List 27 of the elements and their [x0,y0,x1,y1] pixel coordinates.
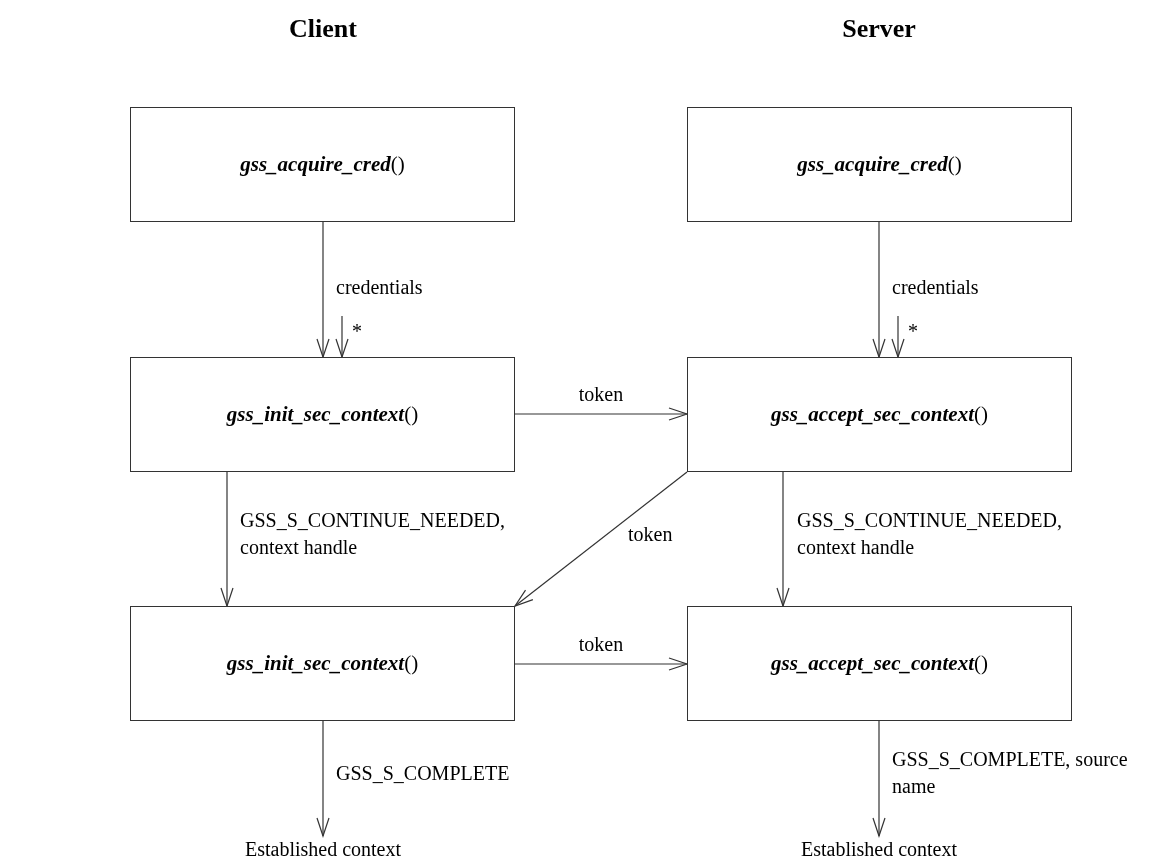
function-name: gss_init_sec_context() [226,402,419,427]
arrow [872,720,886,837]
process-box [130,107,515,222]
arrow [316,720,330,837]
process-box [687,606,1072,721]
process-box [130,357,515,472]
function-name: gss_accept_sec_context() [771,651,988,676]
arrow [514,407,688,421]
arrow [872,221,886,358]
arrow [776,471,790,607]
function-name: gss_acquire_cred() [240,152,405,177]
function-name: gss_accept_sec_context() [771,402,988,427]
end-state-text: Established context [769,836,989,862]
arrow [514,657,688,671]
process-box [687,107,1072,222]
column-heading: Client [289,14,357,44]
column-heading: Server [842,14,916,44]
process-box [130,606,515,721]
function-name: gss_acquire_cred() [797,152,962,177]
arrow [316,221,330,358]
arrow [335,315,349,358]
function-name: gss_init_sec_context() [226,651,419,676]
end-state-text: Established context [213,836,433,862]
arrow [220,471,234,607]
arrow [891,315,905,358]
process-box [687,357,1072,472]
arrow [514,471,688,607]
